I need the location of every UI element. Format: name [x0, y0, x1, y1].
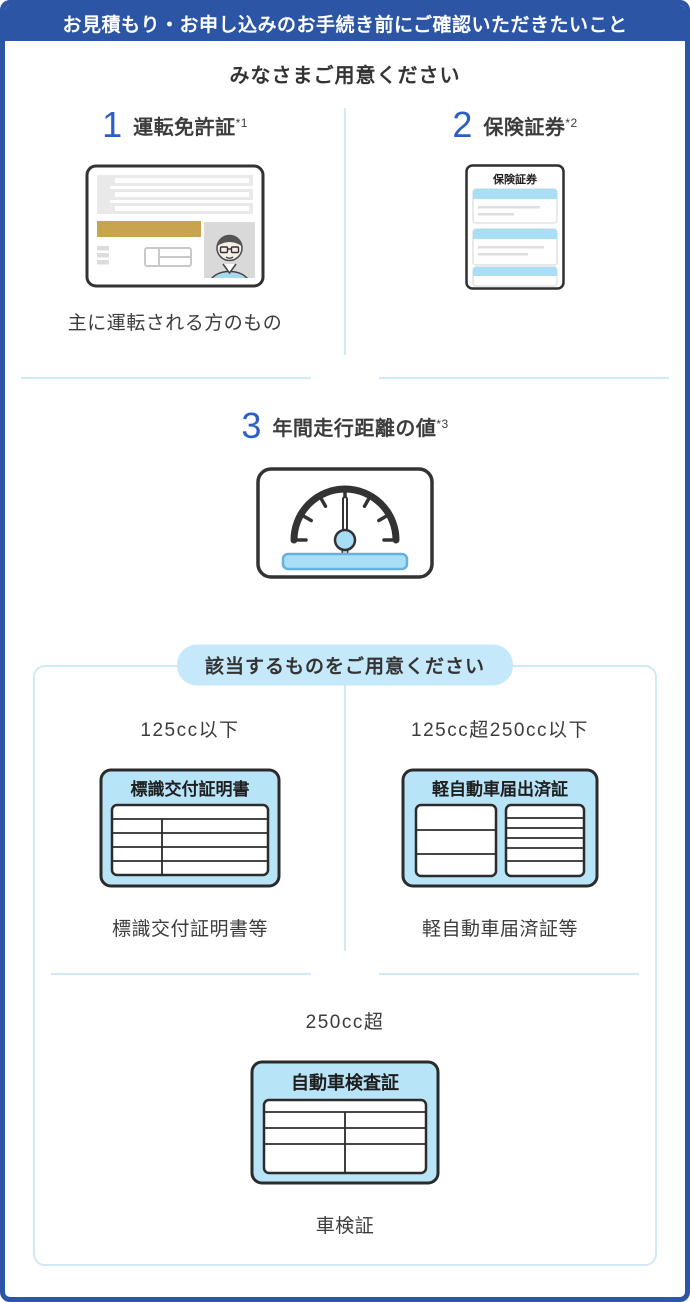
column-divider [344, 667, 346, 951]
vehicle-inspection-certificate-illustration: 自動車検査証 [250, 1060, 440, 1185]
item-label-insurance-policy: 保険証券*2 [483, 111, 577, 140]
item-125cc-to-250cc: 125cc超250cc以下 軽自動車届出済証 [345, 715, 655, 941]
item-drivers-license-head: 1 運転免許証*1 [102, 104, 248, 146]
heading-125cc-under: 125cc以下 [140, 720, 240, 741]
item-insurance-policy: 2 保険証券*2 保険証券 [345, 104, 685, 335]
item-number-1: 1 [102, 104, 123, 145]
column-divider [344, 108, 346, 355]
divider-segment [51, 973, 311, 975]
item-annual-mileage: 3 年間走行距離の値*3 [5, 405, 685, 579]
policy-doc-title: 保険証券 [492, 172, 538, 186]
card-title: 自動車検査証 [291, 1072, 399, 1093]
card-table-lines [506, 817, 584, 862]
insurance-policy-illustration: 保険証券 [465, 164, 565, 290]
item-drivers-license: 1 運転免許証*1 [5, 104, 345, 335]
item-number-3: 3 [241, 405, 262, 446]
card-table-lines [112, 818, 268, 875]
plate-issuance-certificate-illustration: 標識交付証明書 [99, 768, 281, 888]
item-label-drivers-license: 運転免許証*1 [133, 111, 248, 140]
page-header: お見積もり・お申し込みのお手続き前にご確認いただきたいこと [5, 5, 685, 41]
item-number-2: 2 [452, 104, 473, 145]
divider-segment [379, 973, 639, 975]
heading-125cc-to-250cc: 125cc超250cc以下 [411, 720, 589, 741]
section-title-everyone: みなさまご用意ください [229, 65, 461, 87]
item-label-text: 年間走行距離の値 [272, 417, 437, 440]
applicable-section: 該当するものをご用意ください 125cc以下 標識交付証明書 [33, 644, 657, 1266]
divider-segment [379, 377, 669, 379]
card-table-lines [416, 829, 496, 855]
footnote-ref-1: *1 [235, 115, 248, 130]
drivers-license-illustration [85, 164, 265, 288]
page-title: お見積もり・お申し込みのお手続き前にご確認いただきたいこと [62, 14, 628, 36]
speedometer-illustration [256, 467, 434, 579]
caption-125cc-to-250cc: 軽自動車届済証等 [421, 919, 578, 940]
item-caption-drivers-license: 主に運転される方のもの [67, 313, 283, 334]
footnote-ref-3: *3 [436, 416, 449, 431]
divider-segment [21, 377, 311, 379]
card-title: 軽自動車届出済証 [432, 779, 568, 799]
item-annual-mileage-head: 3 年間走行距離の値*3 [241, 405, 448, 447]
caption-250cc-over: 車検証 [315, 1216, 375, 1237]
item-insurance-policy-head: 2 保険証券*2 [452, 104, 577, 146]
everyone-grid: 1 運転免許証*1 [5, 104, 685, 377]
item-125cc-under: 125cc以下 標識交付証明書 標識交付証明書等 [35, 715, 345, 941]
applicable-badge: 該当するものをご用意ください [176, 644, 514, 686]
license-photo-person [211, 234, 248, 278]
item-label-text: 保険証券 [483, 116, 566, 139]
heading-250cc-over: 250cc超 [305, 1012, 385, 1033]
applicable-box: 125cc以下 標識交付証明書 標識交付証明書等 [33, 665, 657, 1266]
item-label-annual-mileage: 年間走行距離の値*3 [272, 412, 448, 441]
section-divider [5, 377, 685, 379]
applicable-grid: 125cc以下 標識交付証明書 標識交付証明書等 [35, 667, 655, 973]
card-title: 標識交付証明書 [131, 779, 250, 799]
caption-125cc-under: 標識交付証明書等 [111, 919, 268, 940]
light-vehicle-notification-certificate-illustration: 軽自動車届出済証 [401, 768, 599, 888]
item-250cc-over: 250cc超 自動車検査証 車検証 [35, 1007, 655, 1238]
footnote-ref-2: *2 [565, 115, 578, 130]
applicable-divider [35, 973, 655, 975]
item-label-text: 運転免許証 [133, 116, 236, 139]
card-table-lines [264, 1111, 426, 1173]
